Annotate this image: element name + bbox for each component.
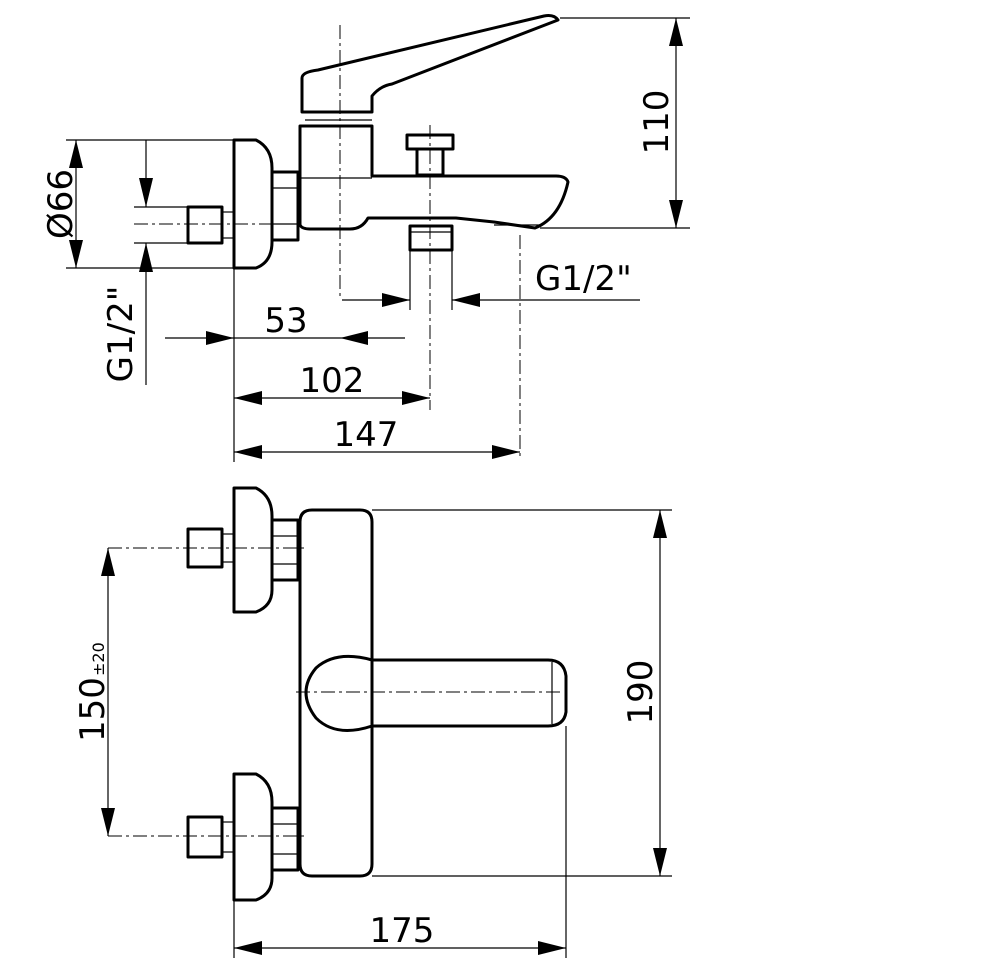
dim-thread-right: G1/2"	[535, 259, 632, 299]
side-view: Ø66 G1/2" 110 G1/2" 53 102	[41, 14, 690, 462]
front-spout	[304, 654, 568, 732]
dim-thread-left: G1/2"	[101, 286, 141, 383]
front-inlet-bottom	[186, 815, 224, 859]
dim-width-175: 175	[370, 911, 435, 951]
side-shower-outlet	[408, 224, 454, 252]
side-body-spout	[298, 124, 570, 231]
front-nut-top	[270, 518, 300, 582]
dim-spacing-tolerance: ±20	[89, 642, 108, 676]
front-flange-top	[232, 486, 274, 614]
dim-height-110: 110	[637, 90, 677, 155]
front-body	[298, 508, 374, 878]
dim-diameter: Ø66	[41, 169, 81, 239]
front-view: 150 ±20 190 175	[73, 486, 672, 958]
side-inlet-pipe	[186, 205, 224, 245]
side-wall-flange	[232, 138, 274, 270]
dim-depth-53: 53	[264, 301, 307, 341]
dim-depth-147: 147	[334, 415, 399, 455]
dim-depth-102: 102	[300, 361, 365, 401]
front-nut-bottom	[270, 806, 300, 872]
dim-height-190: 190	[621, 660, 661, 725]
side-lever-handle	[300, 14, 560, 114]
dim-spacing-150: 150	[73, 677, 113, 742]
side-connector-nut	[270, 170, 300, 242]
front-flange-bottom	[232, 772, 274, 902]
